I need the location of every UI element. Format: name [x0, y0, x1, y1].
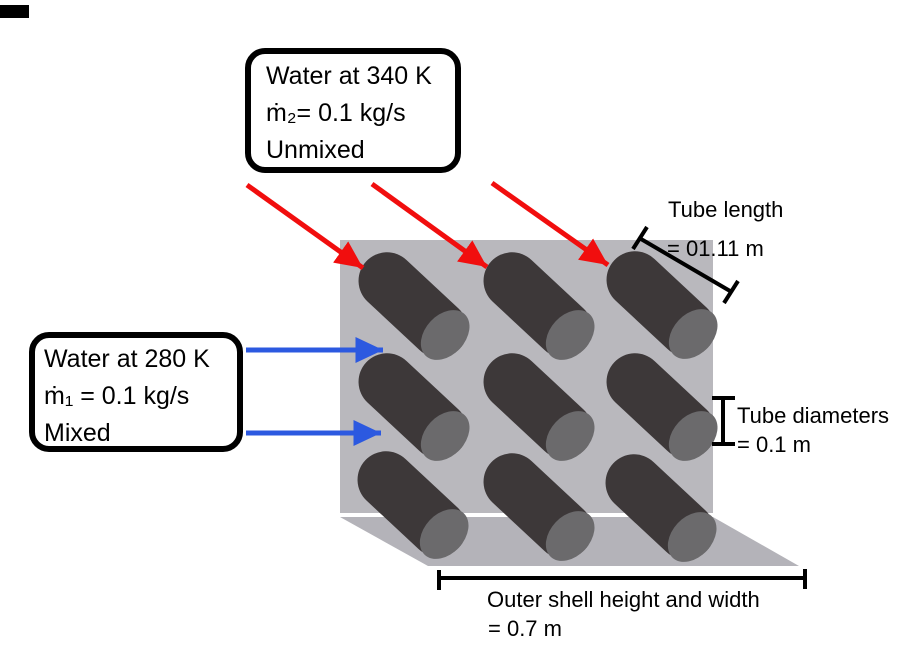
tube [357, 451, 469, 559]
cold-flow-arrows [246, 337, 383, 447]
tube-length-value: = 01.11 m [667, 236, 764, 261]
top-left-black-bar [0, 5, 29, 18]
shell-width-dimension [437, 569, 807, 590]
hot-inlet-line-2: ṁ₂= 0.1 kg/s [266, 99, 406, 127]
tube [483, 453, 595, 561]
tube-diameter-value: = 0.1 m [737, 432, 811, 457]
cold-inlet-line-1: Water at 280 K [44, 345, 210, 373]
tube [606, 251, 718, 359]
tube [358, 252, 470, 360]
hot-inlet-line-3: Unmixed [266, 136, 365, 164]
tube [606, 353, 718, 461]
hot-flow-arrows [245, 180, 610, 271]
tube-length-label: Tube length [668, 197, 784, 222]
tube-length-dimension-line [639, 237, 732, 293]
tube-diameter-dimension [712, 396, 735, 446]
tube-bank [357, 251, 718, 562]
tube [358, 353, 470, 461]
hot-inlet-callout: Water at 340 K ṁ₂= 0.1 kg/s Unmixed [245, 48, 461, 173]
cold-inlet-callout: Water at 280 K ṁ₁ = 0.1 kg/s Mixed [29, 332, 243, 452]
hot-flow-arrow [370, 181, 489, 270]
tube-length-dimension-tick-start [631, 225, 649, 251]
tube [483, 353, 595, 461]
cold-inlet-line-2: ṁ₁ = 0.1 kg/s [44, 382, 190, 410]
tube-diameter-label: Tube diameters [737, 403, 890, 428]
hot-inlet-line-1: Water at 340 K [266, 62, 432, 90]
cold-inlet-line-3: Mixed [44, 419, 111, 447]
shell-size-value: = 0.7 m [488, 616, 562, 641]
tube [483, 252, 595, 360]
shell-size-label: Outer shell height and width [487, 587, 760, 612]
tube-length-dimension-tick-end [722, 279, 740, 305]
hot-flow-arrow [245, 182, 365, 271]
tube [605, 454, 717, 562]
hot-flow-arrow [490, 180, 610, 268]
tube-length-dimension [631, 225, 740, 305]
